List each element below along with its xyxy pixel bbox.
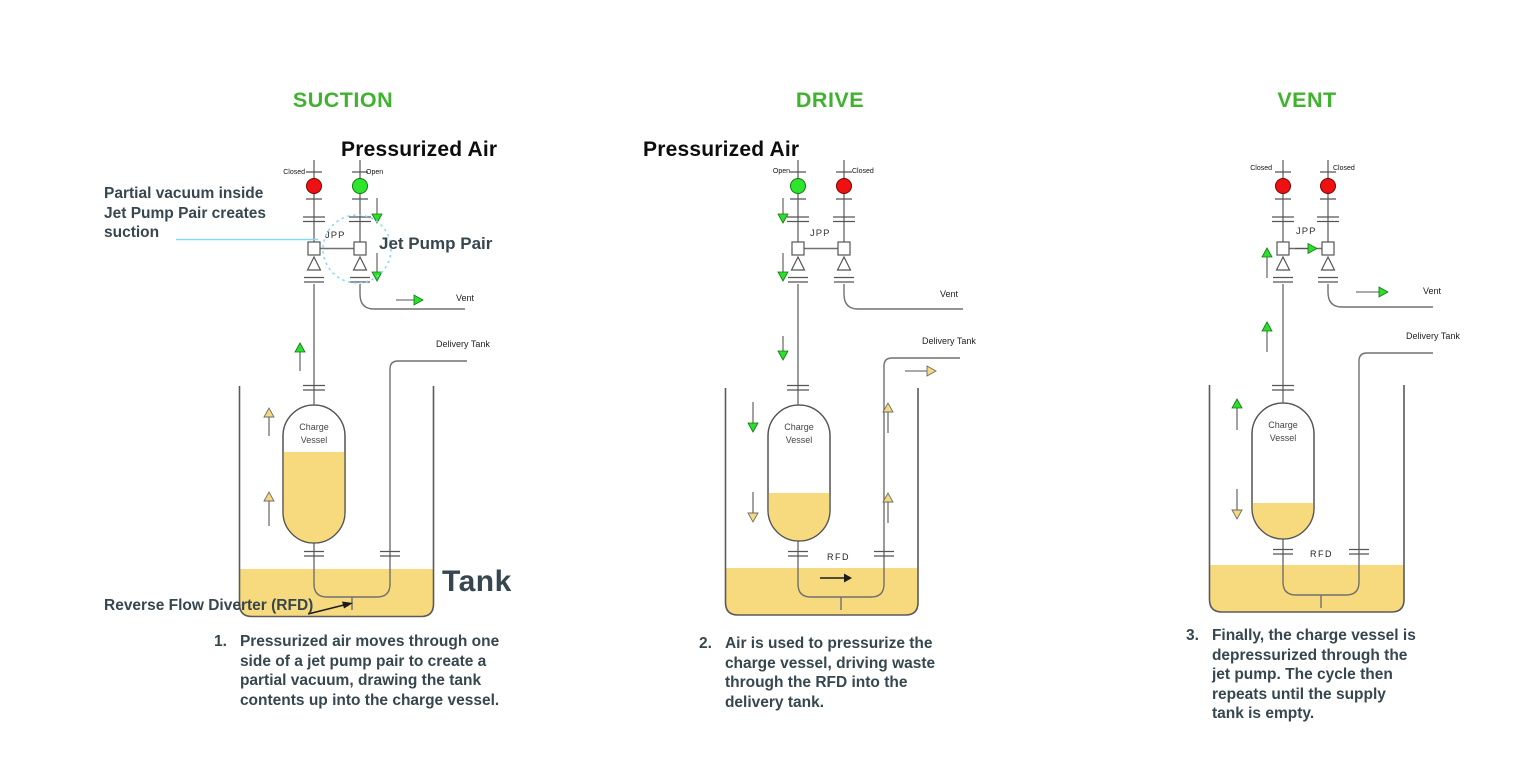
charge-vessel-label: Charge Vessel — [1268, 420, 1298, 443]
step-3-caption: 3. Finally, the charge vessel is depress… — [1186, 626, 1416, 724]
valve-state-label: Closed — [283, 169, 305, 176]
valve-state-label: Open — [366, 169, 384, 176]
delivery-tank-label: Delivery Tank — [436, 339, 490, 349]
jpp-label: JPP — [810, 228, 831, 239]
step-2-caption: 2. Air is used to pressurize the charge … — [699, 634, 935, 712]
step-text: Finally, the charge vessel is depressuri… — [1211, 627, 1416, 722]
vent-pipe — [1327, 284, 1433, 308]
tank-label: Tank — [442, 565, 512, 598]
flow-arrows — [263, 198, 424, 526]
step-number: 3. — [1186, 627, 1199, 644]
charge-vessel-outline — [1251, 402, 1315, 540]
vent-label: Vent — [1423, 286, 1442, 296]
pressurized-air-label: Pressurized Air — [643, 138, 800, 161]
rfd-label: RFD — [827, 552, 850, 562]
jet-pump-right — [837, 241, 851, 256]
vent-pipe — [359, 284, 465, 310]
step-text: Pressurized air moves through one side o… — [239, 633, 500, 709]
vacuum-annotation: Partial vacuum inside Jet Pump Pair crea… — [104, 185, 266, 241]
tank-outline — [1208, 385, 1405, 613]
charge-vessel-label: Charge Vessel — [784, 422, 814, 445]
flow-arrows — [747, 198, 937, 583]
step-number: 1. — [214, 633, 227, 650]
jpp-label: JPP — [325, 230, 346, 241]
jet-pump-right — [1321, 241, 1335, 256]
valve-state-label: Closed — [1250, 165, 1272, 172]
tank-outline — [724, 388, 919, 616]
valve-closed-icon — [1275, 178, 1291, 194]
valve-state-label: Open — [772, 168, 790, 175]
flow-arrows — [1231, 242, 1389, 520]
delivery-and-rfd-pipe — [797, 357, 960, 598]
charge-vessel-outline — [767, 404, 831, 542]
pressurized-air-label: Pressurized Air — [341, 138, 498, 161]
valve-state-label: Closed — [852, 168, 874, 175]
delivery-and-rfd-pipe — [1282, 352, 1433, 596]
valve-closed-icon — [836, 178, 852, 194]
vent-pipe — [843, 284, 963, 310]
charge-vessel-liquid — [283, 452, 345, 543]
jet-pump-left — [307, 241, 321, 256]
jpp-label: JPP — [1296, 226, 1317, 237]
rfd-callout-arrow — [307, 601, 353, 615]
jet-pump-highlight-circle — [322, 214, 392, 284]
jet-pump-pair-label: Jet Pump Pair — [379, 234, 493, 253]
suction-diagram — [176, 160, 467, 618]
valve-closed-icon — [1320, 178, 1336, 194]
vent-diagram — [1208, 160, 1433, 613]
jet-pump-left — [791, 241, 805, 256]
rfd-callout-label: Reverse Flow Diverter (RFD) — [104, 597, 314, 614]
step-text: Air is used to pressurize the charge ves… — [724, 635, 936, 711]
step-1-caption: 1. Pressurized air moves through one sid… — [214, 632, 499, 710]
valve-closed-icon — [306, 178, 322, 194]
drive-diagram — [724, 160, 963, 616]
tank-outline — [238, 386, 435, 618]
drive-title: DRIVE — [795, 88, 865, 112]
vent-title: VENT — [1277, 88, 1337, 112]
delivery-and-rfd-pipe — [313, 360, 467, 598]
jet-pump-left — [1276, 241, 1290, 256]
vent-label: Vent — [940, 289, 959, 299]
valve-open-icon — [790, 178, 806, 194]
suction-title: SUCTION — [292, 88, 394, 112]
rfd-label: RFD — [1310, 549, 1333, 559]
delivery-tank-label: Delivery Tank — [1406, 331, 1460, 341]
charge-vessel-liquid — [1252, 503, 1314, 539]
charge-vessel-outline — [282, 404, 346, 544]
tank-liquid — [1209, 565, 1404, 612]
vent-label: Vent — [456, 293, 475, 303]
charge-vessel-label: Charge Vessel — [299, 422, 329, 445]
jet-pump-right — [353, 241, 367, 256]
charge-vessel-liquid — [768, 493, 830, 541]
valve-open-icon — [352, 178, 368, 194]
valve-state-label: Closed — [1333, 165, 1355, 172]
tank-liquid — [239, 569, 434, 617]
delivery-tank-label: Delivery Tank — [922, 336, 976, 346]
tank-liquid — [725, 568, 918, 615]
step-number: 2. — [699, 635, 712, 652]
